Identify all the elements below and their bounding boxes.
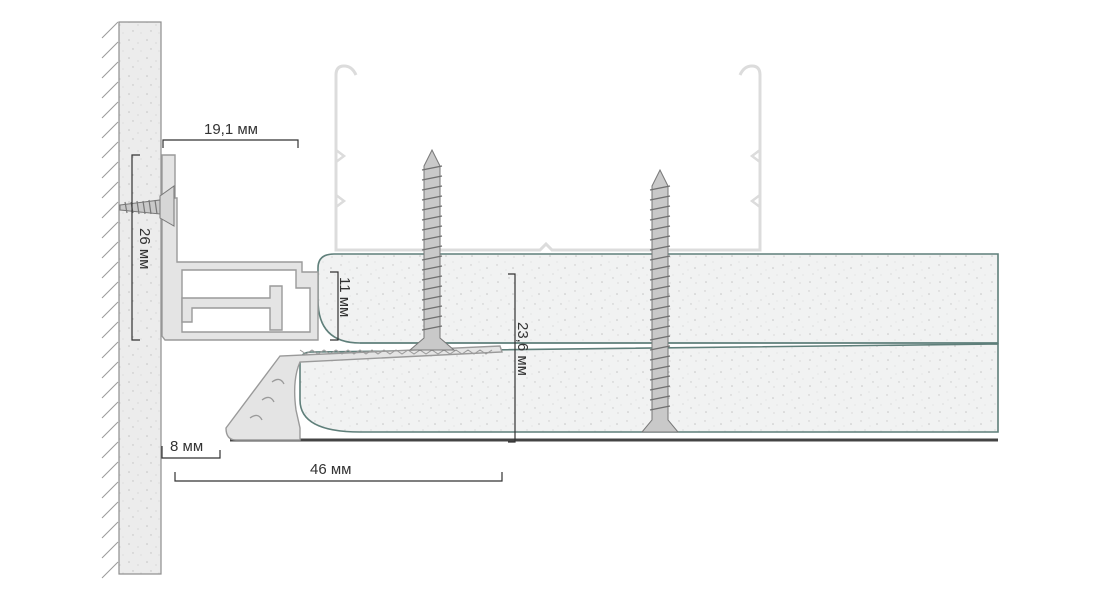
dimension-width-top: 19,1 мм	[162, 121, 299, 148]
dimension-height-left: 26 мм	[131, 154, 153, 341]
metal-stud-ribs	[335, 149, 761, 208]
dimension-width-bottom: 46 мм	[174, 461, 503, 482]
wall-hatching	[101, 21, 119, 579]
dimension-height-total-label: 23,6 мм	[514, 322, 531, 376]
dimension-height-small-label: 11 мм	[336, 277, 353, 317]
concrete-wall	[118, 21, 162, 575]
dimension-height-total: 23,6 мм	[508, 273, 531, 443]
dimension-offset-bottom: 8 мм	[161, 438, 221, 459]
dimension-width-top-label: 19,1 мм	[204, 121, 258, 138]
profile-inner-rib	[181, 285, 283, 331]
metal-stud-channel	[334, 64, 762, 252]
profile-lower-teeth	[299, 349, 493, 355]
dimension-height-left-label: 26 мм	[136, 228, 153, 269]
dimension-height-small: 11 мм	[330, 271, 353, 341]
dimension-offset-bottom-label: 8 мм	[170, 438, 203, 455]
dimension-width-bottom-label: 46 мм	[310, 461, 351, 478]
panel-screw-2-icon	[640, 168, 680, 433]
profile-lower-strip	[225, 345, 503, 441]
profile-lower-notches	[249, 378, 285, 421]
panel-screw-1-icon	[408, 148, 456, 351]
